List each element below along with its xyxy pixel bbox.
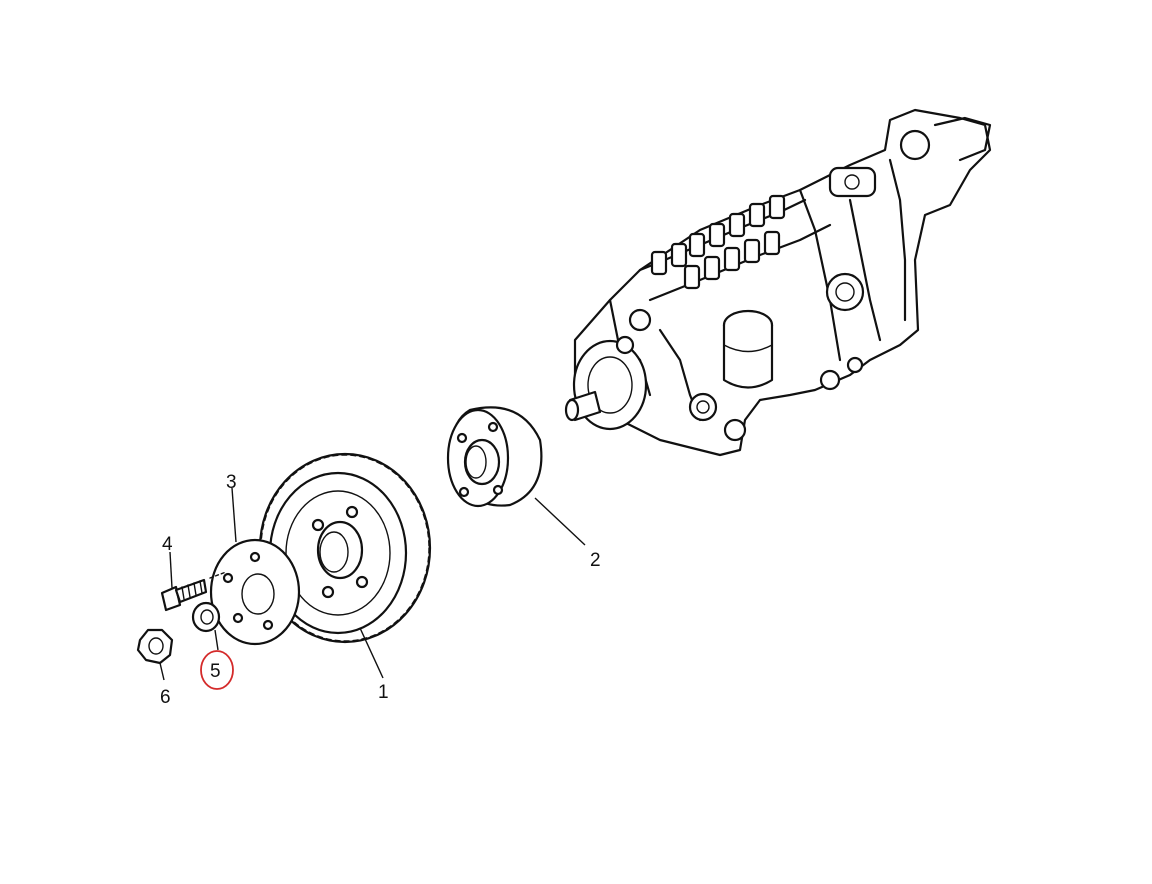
drive-gear-part-1 [258, 452, 432, 644]
callout-labels: 1 2 3 4 5 6 [160, 472, 601, 708]
callout-label-3: 3 [226, 472, 237, 493]
washer-part-5 [191, 601, 221, 633]
callout-label-5: 5 [210, 661, 221, 682]
lock-plate-part-3 [209, 538, 301, 646]
fuel-filter-canister [722, 309, 774, 389]
callout-label-2: 2 [590, 550, 601, 571]
nut-part-6 [136, 628, 174, 665]
drive-hub-part-2 [446, 406, 543, 508]
bolt-part-4 [160, 571, 227, 612]
callout-5-highlight-ring [200, 650, 234, 690]
callout-label-4: 4 [162, 534, 173, 555]
pump-drive-flange [564, 339, 648, 431]
leader-lines [159, 487, 586, 681]
delivery-valve-holders [650, 194, 786, 290]
injection-pump-body [564, 108, 992, 457]
callout-label-1: 1 [378, 682, 389, 703]
callout-label-6: 6 [160, 687, 171, 708]
